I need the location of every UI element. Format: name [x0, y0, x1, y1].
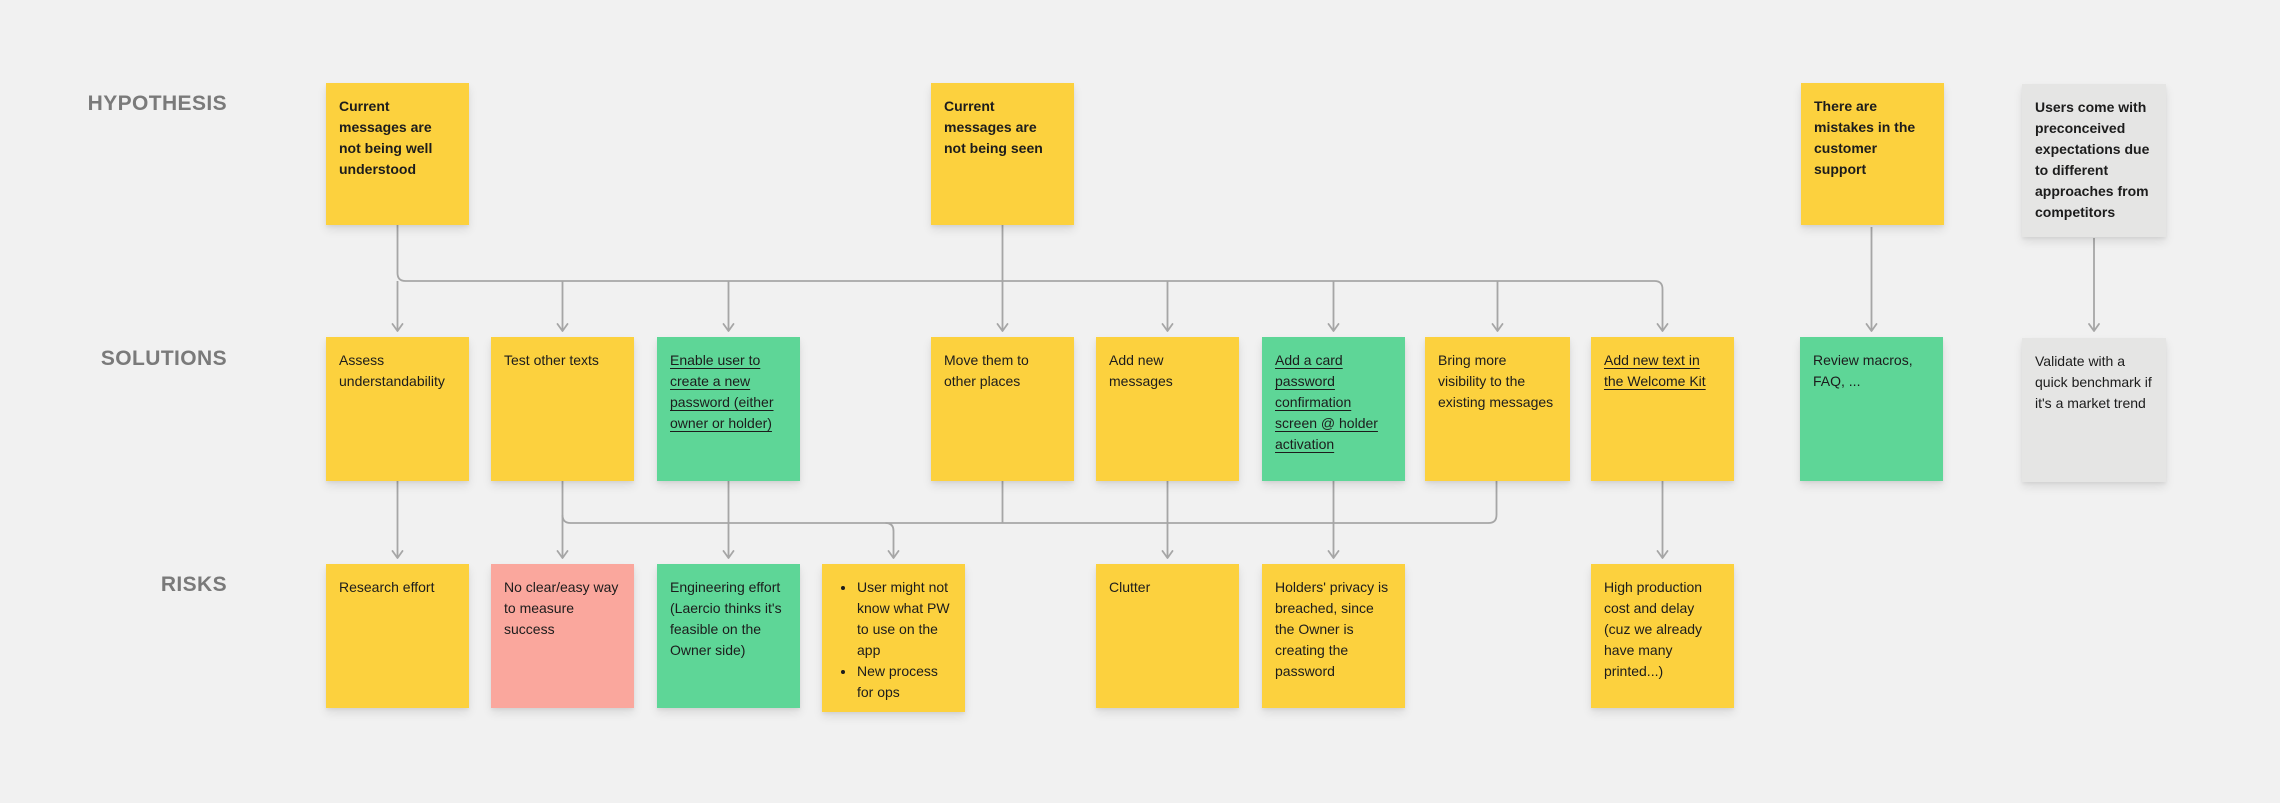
sticky-text: Bring more visibility to the existing me… [1438, 352, 1554, 410]
sticky-risk-production-cost-delay[interactable]: High production cost and delay (cuz we a… [1591, 564, 1734, 708]
sticky-text: Review macros, FAQ, ... [1813, 352, 1913, 389]
sticky-bullet-list: User might not know what PW to use on th… [835, 577, 953, 703]
row-label-solutions: SOLUTIONS [100, 347, 227, 370]
sticky-solution-card-password-confirmation[interactable]: Add a card password confirmation screen … [1262, 337, 1405, 481]
sticky-text: Test other texts [504, 352, 599, 368]
sticky-solution-welcome-kit-text[interactable]: Add new text in the Welcome Kit [1591, 337, 1734, 481]
sticky-text: Validate with a quick benchmark if it's … [2035, 353, 2152, 411]
sticky-text: Add new messages [1109, 352, 1173, 389]
sticky-text: No clear/easy way to measure success [504, 579, 619, 637]
row-label-risks: RISKS [160, 573, 227, 596]
sticky-text: Holders' privacy is breached, since the … [1275, 579, 1389, 679]
sticky-solution-assess-understandability[interactable]: Assess understandability [326, 337, 469, 481]
connector-path [396, 225, 1669, 332]
sticky-hypothesis-messages-not-understood[interactable]: Current messages are not being well unde… [326, 83, 469, 225]
sticky-hypothesis-messages-not-seen[interactable]: Current messages are not being seen [931, 83, 1074, 225]
sticky-hypothesis-preconceived-expectations[interactable]: Users come with preconceived expectation… [2022, 84, 2166, 237]
sticky-solution-enable-create-password[interactable]: Enable user to create a new password (ei… [657, 337, 800, 481]
bullet-item: User might not know what PW to use on th… [856, 577, 953, 661]
sticky-risk-user-password-confusion[interactable]: User might not know what PW to use on th… [822, 564, 965, 712]
sticky-text: There are mistakes in the customer suppo… [1814, 98, 1916, 177]
sticky-hypothesis-customer-support-mistakes[interactable]: There are mistakes in the customer suppo… [1801, 83, 1944, 225]
sticky-solution-bring-visibility[interactable]: Bring more visibility to the existing me… [1425, 337, 1570, 481]
sticky-text: Add new text in the Welcome Kit [1604, 350, 1722, 392]
sticky-solution-add-new-messages[interactable]: Add new messages [1096, 337, 1239, 481]
sticky-risk-clutter[interactable]: Clutter [1096, 564, 1239, 708]
sticky-text: Move them to other places [944, 352, 1029, 389]
sticky-solution-move-other-places[interactable]: Move them to other places [931, 337, 1074, 481]
sticky-text: Add a card password confirmation screen … [1275, 350, 1393, 455]
connector-path [885, 522, 900, 559]
sticky-solution-quick-benchmark[interactable]: Validate with a quick benchmark if it's … [2022, 338, 2166, 482]
sticky-link-text[interactable]: Add a card password confirmation screen … [1275, 352, 1378, 452]
sticky-text: Current messages are not being well unde… [339, 98, 433, 177]
sticky-risk-no-way-to-measure[interactable]: No clear/easy way to measure success [491, 564, 634, 708]
sticky-text: Assess understandability [339, 352, 445, 389]
sticky-risk-holders-privacy[interactable]: Holders' privacy is breached, since the … [1262, 564, 1405, 708]
bullet-item: New process for ops [856, 661, 953, 703]
sticky-text: Engineering effort (Laercio thinks it's … [670, 579, 782, 658]
sticky-solution-test-other-texts[interactable]: Test other texts [491, 337, 634, 481]
sticky-risk-engineering-effort[interactable]: Engineering effort (Laercio thinks it's … [657, 564, 800, 708]
sticky-text: Current messages are not being seen [944, 98, 1043, 156]
sticky-text: Enable user to create a new password (ei… [670, 350, 788, 434]
sticky-text: Clutter [1109, 579, 1151, 595]
sticky-link-text[interactable]: Enable user to create a new password (ei… [670, 352, 774, 431]
sticky-text: High production cost and delay (cuz we a… [1604, 579, 1703, 679]
row-label-hypothesis: HYPOTHESIS [87, 92, 227, 115]
sticky-text: Research effort [339, 579, 435, 595]
sticky-text: Users come with preconceived expectation… [2035, 99, 2150, 220]
sticky-solution-review-macros-faq[interactable]: Review macros, FAQ, ... [1800, 337, 1943, 481]
sticky-link-text[interactable]: Add new text in the Welcome Kit [1604, 352, 1706, 389]
connector-path [561, 481, 1498, 524]
sticky-risk-research-effort[interactable]: Research effort [326, 564, 469, 708]
